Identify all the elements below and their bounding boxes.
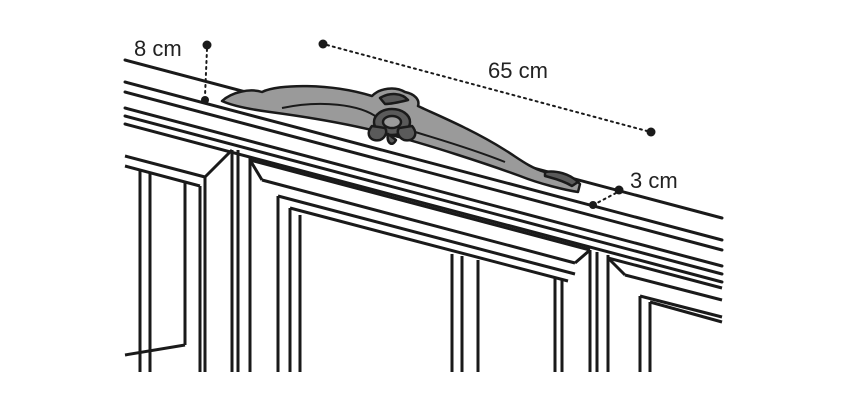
height-dimension: 8 cm [134,36,212,104]
crown-ornament [220,84,582,194]
depth-dimension-dot-top [614,185,624,195]
width-dimension-dot-left [318,39,328,49]
rose-carving [367,107,417,145]
height-dimension-dot-bottom [201,96,209,104]
depth-label: 3 cm [630,168,678,193]
width-dimension: 65 cm [318,39,656,137]
height-label: 8 cm [134,36,182,61]
cabinet-frame [124,148,723,372]
depth-dimension-dot-bottom [589,201,597,209]
width-label: 65 cm [488,58,548,83]
depth-dimension: 3 cm [589,168,678,209]
height-dimension-dot-top [202,40,212,50]
width-dimension-dot-right [646,127,656,137]
